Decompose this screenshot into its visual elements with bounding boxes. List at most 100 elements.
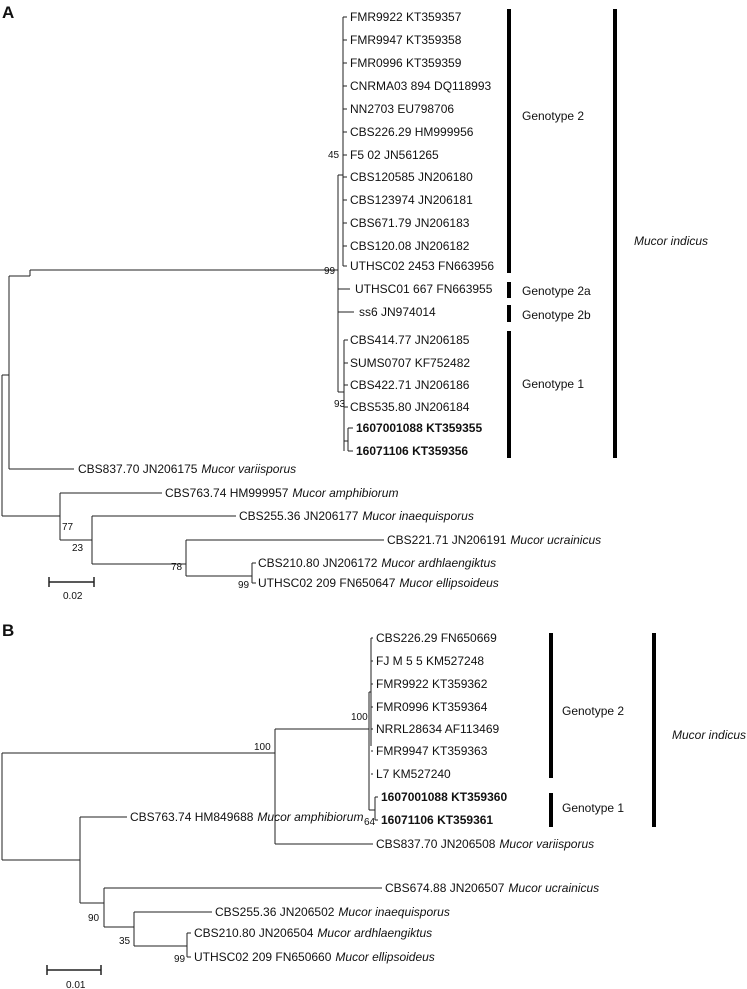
panel-a-leaf-branches — [30, 16, 384, 584]
taxon-id: NN2703 EU798706 — [350, 102, 454, 116]
taxon-id: CBS837.70 JN206508 — [376, 837, 496, 851]
genotype-1-label: Genotype 1 — [562, 801, 624, 815]
bootstrap-value: 35 — [119, 936, 131, 947]
bootstrap-value: 99 — [324, 266, 336, 277]
taxon-id: UTHSC02 209 FN650660 — [194, 950, 332, 964]
panel-a-label: A — [2, 3, 14, 22]
taxon-id: 1607001088 KT359360 — [381, 790, 507, 804]
taxon-id: SUMS0707 KF752482 — [350, 356, 470, 370]
taxon-id: NRRL28634 AF113469 — [376, 722, 500, 736]
taxon-id: CBS210.80 JN206504 — [194, 926, 314, 940]
taxon-id: CBS674.88 JN206507 — [385, 881, 505, 895]
taxon-label: CBS671.79 JN206183 — [350, 216, 470, 230]
taxon-id: 16071106 KT359361 — [381, 813, 493, 827]
genotype-2a-label: Genotype 2a — [522, 284, 591, 298]
genotype-2-label: Genotype 2 — [562, 704, 624, 718]
bootstrap-value: 99 — [238, 580, 250, 591]
taxon-id: CBS671.79 JN206183 — [350, 216, 470, 230]
taxon-id: 1607001088 KT359355 — [356, 421, 482, 435]
taxon-label: 16071106 KT359361 — [381, 813, 493, 827]
taxon-label: ss6 JN974014 — [359, 305, 436, 319]
taxon-id: CNRMA03 894 DQ118993 — [350, 79, 492, 93]
taxon-id: CBS226.29 HM999956 — [350, 125, 474, 139]
bootstrap-value: 45 — [328, 150, 340, 161]
taxon-id: CBS535.80 JN206184 — [350, 400, 470, 414]
taxon-label: NN2703 EU798706 — [350, 102, 454, 116]
panel-a-clade-bars: Genotype 2 Genotype 2a Genotype 2b Genot… — [507, 9, 708, 458]
taxon-label: FMR9947 KT359363 — [376, 744, 488, 758]
taxon-id: UTHSC02 209 FN650647 — [258, 576, 396, 590]
taxon-species: Mucor amphibiorum — [292, 486, 398, 500]
taxon-id: CBS120585 JN206180 — [350, 170, 473, 184]
taxon-label: L7 KM527240 — [376, 767, 451, 781]
taxon-id: CBS422.71 JN206186 — [350, 378, 470, 392]
taxon-species: Mucor ucrainicus — [508, 881, 599, 895]
taxon-label: CBS120585 JN206180 — [350, 170, 473, 184]
taxon-label: FMR9947 KT359358 — [350, 33, 462, 47]
taxon-id: 16071106 KT359356 — [356, 444, 468, 458]
taxon-label: FMR9922 KT359362 — [376, 677, 488, 691]
taxon-species: Mucor ardhlaengiktus — [381, 556, 496, 570]
taxon-species: Mucor inaequisporus — [362, 509, 473, 523]
taxon-id: FMR9922 KT359362 — [376, 677, 488, 691]
taxon-id: FMR0996 KT359364 — [376, 700, 488, 714]
taxon-id: ss6 JN974014 — [359, 305, 436, 319]
taxon-id: CBS255.36 JN206502 — [215, 905, 335, 919]
taxon-label: CBS123974 JN206181 — [350, 193, 473, 207]
taxon-id: FMR0996 KT359359 — [350, 56, 462, 70]
panel-b-bootstrap: 100 100 64 90 35 99 — [88, 712, 376, 965]
taxon-id: CBS763.74 HM849688 — [130, 810, 254, 824]
panel-a-tree — [1, 17, 380, 583]
species-label: Mucor indicus — [634, 234, 708, 248]
panel-b-scale-bar: 0.01 — [46, 965, 102, 989]
genotype-1-label: Genotype 1 — [522, 377, 584, 391]
taxon-label: F5 02 JN561265 — [350, 148, 439, 162]
panel-a-bootstrap: 45 99 93 77 23 78 99 — [62, 150, 346, 591]
taxon-species: Mucor inaequisporus — [338, 905, 449, 919]
taxon-label: CBS535.80 JN206184 — [350, 400, 470, 414]
taxon-id: UTHSC01 667 FN663955 — [355, 282, 493, 296]
taxon-id: CBS414.77 JN206185 — [350, 333, 470, 347]
taxon-label: 1607001088 KT359360 — [381, 790, 507, 804]
taxon-id: F5 02 JN561265 — [350, 148, 439, 162]
taxon-id: CBS210.80 JN206172 — [258, 556, 378, 570]
bootstrap-value: 23 — [72, 543, 84, 554]
taxon-species: Mucor variisporus — [499, 837, 594, 851]
bootstrap-value: 93 — [334, 399, 346, 410]
taxon-label: SUMS0707 KF752482 — [350, 356, 470, 370]
taxon-id: CBS221.71 JN206191 — [387, 533, 507, 547]
taxon-label: CBS422.71 JN206186 — [350, 378, 470, 392]
panel-b-tree — [1, 638, 378, 957]
species-label: Mucor indicus — [672, 728, 746, 742]
bootstrap-value: 90 — [88, 913, 100, 924]
taxon-label: CBS226.29 HM999956 — [350, 125, 474, 139]
taxon-label: 1607001088 KT359355 — [356, 421, 482, 435]
taxon-label: UTHSC02 2453 FN663956 — [350, 259, 494, 273]
panel-b-label: B — [2, 621, 14, 640]
taxon-id: FMR9947 KT359358 — [350, 33, 462, 47]
panel-a-scale-bar: 0.02 — [48, 577, 95, 602]
taxon-id: FMR9947 KT359363 — [376, 744, 488, 758]
bootstrap-value: 100 — [351, 712, 368, 723]
taxon-id: CBS837.70 JN206175 — [78, 462, 198, 476]
taxon-species: Mucor ucrainicus — [510, 533, 601, 547]
taxon-label: CNRMA03 894 DQ118993 — [350, 79, 492, 93]
taxon-id: UTHSC02 2453 FN663956 — [350, 259, 494, 273]
taxon-id: FMR9922 KT359357 — [350, 10, 462, 24]
taxon-id: L7 KM527240 — [376, 767, 451, 781]
genotype-2-label: Genotype 2 — [522, 109, 584, 123]
bootstrap-value: 64 — [364, 817, 376, 828]
taxon-id: CBS255.36 JN206177 — [239, 509, 359, 523]
bootstrap-value: 100 — [254, 742, 271, 753]
taxon-label: NRRL28634 AF113469 — [376, 722, 500, 736]
taxon-species: Mucor ardhlaengiktus — [317, 926, 432, 940]
